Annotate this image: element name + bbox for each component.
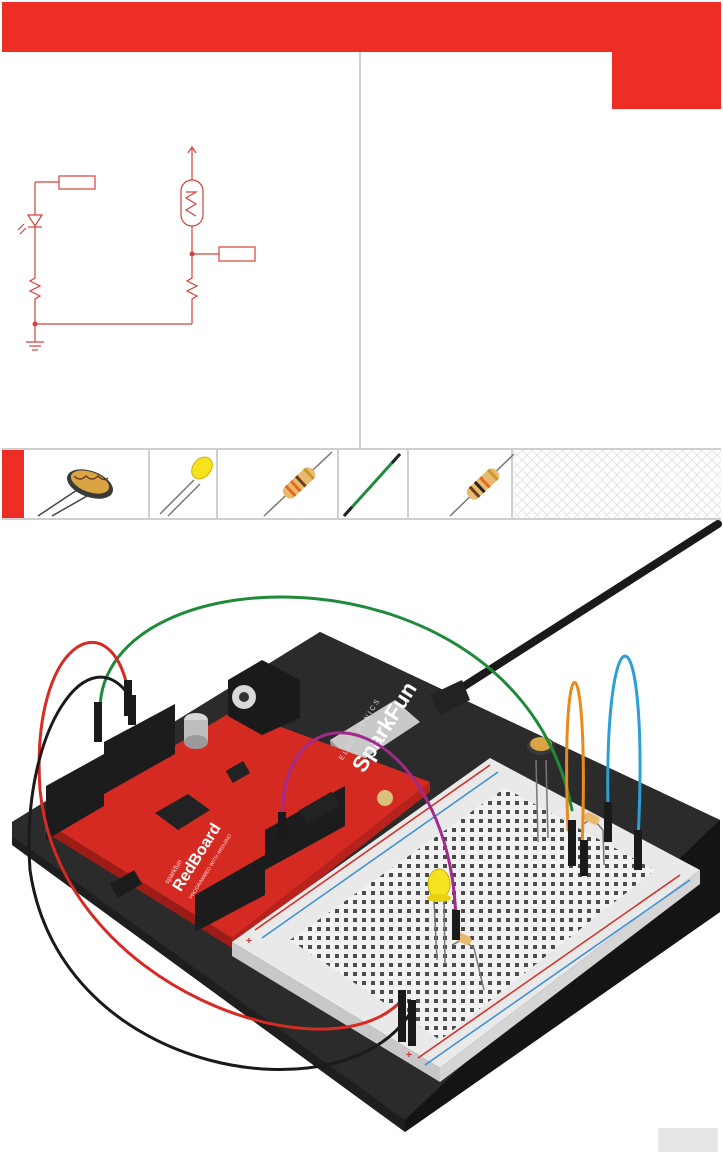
jumper-wire-purple [280,731,458,922]
resistor-symbol-left [28,272,42,324]
breadboard-illustration: RedBoard sparkfun PROGRAMMED WITH ARDUIN… [12,520,722,1132]
resistor-icon [449,453,515,517]
header-left [46,754,104,840]
page-tag [658,1128,718,1152]
redboard: RedBoard sparkfun PROGRAMMED WITH ARDUIN… [45,660,430,948]
circuit-schematic [17,145,256,351]
parts-strip [2,448,721,520]
photoresistor [527,737,555,843]
header-left-top [104,704,175,794]
jumper-wire-red [37,640,404,1031]
pin-label-box [218,246,256,262]
jumper-wire-orange [565,681,585,852]
jumper-wire-blue [606,654,642,842]
reset-button [377,790,393,806]
pin-label-box [58,175,96,190]
parts-strip-art [2,450,721,518]
supply-arrow [187,145,197,180]
resistor-symbol-right [185,272,199,324]
yellow-led [427,868,451,965]
yellow-led-icon [159,456,213,517]
power-jack [228,660,300,735]
photoresistor-symbol [180,179,204,227]
resistor-icon [263,451,333,517]
header-bottom [195,855,265,932]
icsp-header [109,870,143,898]
photoresistor-icon [37,469,113,517]
header-tab [612,52,721,109]
microcontroller-chip [155,794,210,830]
led-symbol [17,214,44,235]
ground-symbol [26,341,44,351]
jumper-wire-icon [342,452,402,518]
jumper-wire-black [27,675,414,1071]
jumper-wire-green [98,595,574,812]
resistor [581,812,605,866]
rail-plus-label: + [406,1050,412,1061]
title-banner [2,2,721,52]
schematic-panel [2,52,359,448]
panel-divider [359,52,361,448]
rail-plus-label: + [246,936,252,947]
